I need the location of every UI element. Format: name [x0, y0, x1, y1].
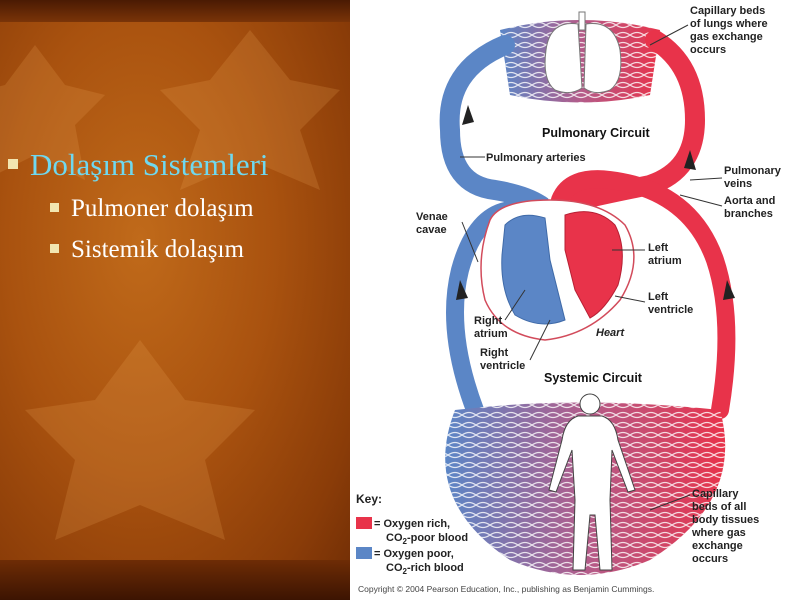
square-bullet-icon — [50, 243, 59, 253]
diagram-labels: Capillary beds of lungs where gas exchan… — [416, 5, 784, 565]
key-title: Key: — [356, 492, 382, 506]
square-bullet-icon — [50, 202, 59, 212]
label-right-atrium: Right atrium — [474, 315, 508, 340]
label-left-atrium: Left atrium — [648, 242, 682, 267]
sub-bullet-systemic: Sistemik dolaşım — [50, 236, 244, 264]
color-key: Key: = Oxygen rich, CO2-poor blood = Oxy… — [356, 492, 468, 576]
aorta-vessel — [551, 170, 736, 419]
lungs-icon — [544, 11, 622, 94]
key-swatch-oxygen-poor — [356, 547, 372, 559]
circulatory-diagram: Capillary beds of lungs where gas exchan… — [350, 0, 800, 600]
top-decor-bar — [0, 0, 350, 22]
label-aorta-branches: Aorta and branches — [724, 195, 778, 220]
sub-bullet-text: Pulmoner dolaşım — [71, 195, 254, 222]
label-right-ventricle: Right ventricle — [480, 347, 525, 372]
label-left-ventricle: Left ventricle — [648, 291, 693, 316]
slide-background-panel — [0, 0, 350, 600]
label-capillary-body: Capillary beds of all body tissues where… — [691, 488, 762, 565]
bullet-main-text: Dolaşım Sistemleri — [30, 147, 269, 182]
leaf-decoration — [160, 30, 340, 190]
pulmonary-vein-vessel — [570, 30, 706, 210]
heart-icon — [480, 199, 635, 341]
key-oxygen-rich-line2: CO2-poor blood — [386, 532, 468, 546]
sub-bullet-text: Sistemik dolaşım — [71, 236, 244, 263]
human-body-icon — [548, 393, 636, 571]
key-oxygen-rich-line1: = Oxygen rich, — [374, 518, 450, 530]
label-leader-lines — [460, 24, 723, 511]
bottom-decor-bar — [0, 560, 350, 600]
label-pulmonary-circuit: Pulmonary Circuit — [542, 126, 650, 140]
label-pulmonary-veins: Pulmonary veins — [724, 165, 784, 190]
pulmonary-artery-vessel — [439, 35, 560, 240]
square-bullet-icon — [8, 158, 18, 169]
leaf-decoration — [0, 45, 105, 180]
key-oxygen-poor-line2: CO2-rich blood — [386, 562, 464, 576]
copyright-text: Copyright © 2004 Pearson Education, Inc.… — [358, 584, 654, 594]
key-oxygen-poor-line1: = Oxygen poor, — [374, 548, 454, 560]
bullet-main: Dolaşım Sistemleri — [8, 147, 269, 183]
label-heart: Heart — [596, 327, 625, 339]
sub-bullet-pulmonary: Pulmoner dolaşım — [50, 195, 254, 223]
circulation-illustration: Capillary beds of lungs where gas exchan… — [356, 5, 784, 594]
leaf-decoration — [25, 340, 255, 540]
label-systemic-circuit: Systemic Circuit — [544, 371, 643, 385]
key-swatch-oxygen-rich — [356, 517, 372, 529]
label-venae-cavae: Venae cavae — [416, 211, 451, 236]
label-pulmonary-arteries: Pulmonary arteries — [486, 152, 586, 164]
label-capillary-lungs: Capillary beds of lungs where gas exchan… — [690, 5, 771, 56]
